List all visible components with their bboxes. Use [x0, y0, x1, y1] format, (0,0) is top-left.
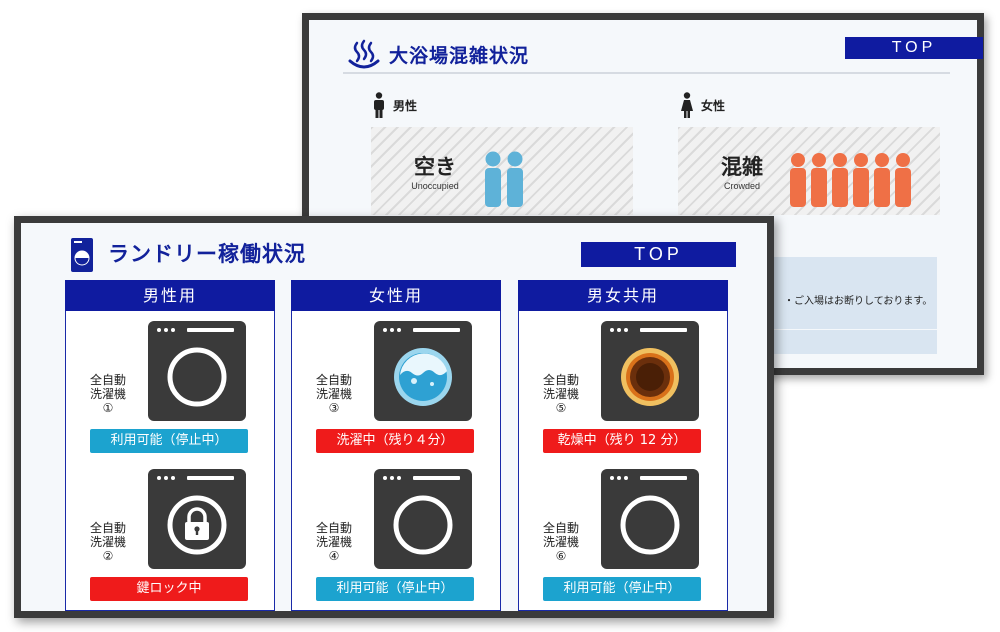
washer-2[interactable]: 全自動 洗濯機 ② 鍵ロック中	[66, 469, 274, 609]
bath-top-button[interactable]: TOP	[845, 37, 983, 59]
notice-box-lower	[774, 330, 937, 354]
women-header: 女性	[681, 90, 725, 120]
notice-box: ・ご入場はお断りしております。	[774, 257, 937, 329]
washer-number: ⑥	[555, 549, 567, 563]
women-status-en: Crowded	[723, 181, 761, 191]
washer-status-button[interactable]: 利用可能（停止中）	[543, 577, 701, 601]
washer-status-button[interactable]: 利用可能（停止中）	[316, 577, 474, 601]
washer-locked-icon	[148, 469, 246, 569]
washer-type-line2: 洗濯機	[89, 535, 126, 549]
washer-label: 全自動 洗濯機 ③	[312, 373, 356, 415]
bath-title: 大浴場混雑状況	[389, 45, 530, 67]
washer-5[interactable]: 全自動 洗濯機 ⑤ 乾燥中（残り 12 分）	[519, 321, 727, 461]
washer-label: 全自動 洗濯機 ④	[312, 521, 356, 563]
washing-machine-icon	[71, 238, 93, 272]
washer-type-line2: 洗濯機	[315, 535, 352, 549]
washer-washing-icon	[374, 321, 472, 421]
women-status-jp: 混雑	[721, 155, 763, 179]
washer-number: ①	[102, 401, 114, 415]
washer-status-button[interactable]: 鍵ロック中	[90, 577, 248, 601]
men-header: 男性	[373, 90, 417, 120]
washer-label: 全自動 洗濯機 ⑥	[539, 521, 583, 563]
washer-type-line1: 全自動	[89, 373, 126, 387]
washer-label: 全自動 洗濯機 ②	[86, 521, 130, 563]
lock-icon	[185, 507, 209, 540]
column-header: 男性用	[65, 280, 275, 311]
washer-type-line1: 全自動	[89, 521, 126, 535]
women-occupancy: 混雑 Crowded	[678, 127, 940, 215]
washer-type-line2: 洗濯機	[89, 387, 126, 401]
washer-type-line1: 全自動	[542, 373, 579, 387]
men-status-en: Unoccupied	[411, 181, 459, 191]
laundry-status-window: ランドリー稼働状況 TOP 男性用 全自動 洗濯機 ① 利用可能（停止中）	[14, 216, 774, 618]
column-men: 男性用 全自動 洗濯機 ① 利用可能（停止中） 全自動 洗濯機	[65, 280, 275, 611]
washer-idle-icon	[374, 469, 472, 569]
men-occupancy: 空き Unoccupied	[371, 127, 633, 215]
column-shared: 男女共用 全自動 洗濯機 ⑤ 乾燥中（残り 12 分）	[518, 280, 728, 611]
washer-number: ③	[328, 401, 340, 415]
women-status: 混雑 Crowded	[708, 155, 776, 191]
hot-spring-icon	[348, 39, 380, 69]
column-women: 女性用 全自動 洗濯機 ③ 洗濯中（残り４分）	[291, 280, 501, 611]
washer-drying-icon	[601, 321, 699, 421]
men-status: 空き Unoccupied	[401, 155, 469, 191]
washer-label: 全自動 洗濯機 ⑤	[539, 373, 583, 415]
column-header: 男女共用	[518, 280, 728, 311]
washer-type-line1: 全自動	[315, 521, 352, 535]
washer-type-line1: 全自動	[542, 521, 579, 535]
people-vacant-icon	[485, 151, 523, 207]
laundry-top-button[interactable]: TOP	[581, 242, 736, 267]
notice-text: ・ご入場はお断りしております。	[784, 296, 933, 307]
washer-status-button[interactable]: 利用可能（停止中）	[90, 429, 248, 453]
washer-type-line2: 洗濯機	[542, 535, 579, 549]
woman-icon	[681, 92, 693, 118]
bath-header: 大浴場混雑状況 TOP	[343, 36, 983, 74]
washer-status-button[interactable]: 洗濯中（残り４分）	[316, 429, 474, 453]
washer-idle-icon	[601, 469, 699, 569]
men-status-jp: 空き	[414, 155, 456, 179]
washer-3[interactable]: 全自動 洗濯機 ③ 洗濯中（残り４分）	[292, 321, 500, 461]
men-label: 男性	[393, 98, 418, 113]
washer-label: 全自動 洗濯機 ①	[86, 373, 130, 415]
washer-type-line1: 全自動	[315, 373, 352, 387]
washer-type-line2: 洗濯機	[542, 387, 579, 401]
washer-6[interactable]: 全自動 洗濯機 ⑥ 利用可能（停止中）	[519, 469, 727, 609]
laundry-title: ランドリー稼働状況	[108, 242, 306, 266]
washer-number: ⑤	[555, 401, 567, 415]
column-header: 女性用	[291, 280, 501, 311]
washer-number: ②	[102, 549, 114, 563]
washer-idle-icon	[148, 321, 246, 421]
man-icon	[374, 92, 384, 118]
people-crowded-icon	[790, 153, 911, 207]
washer-type-line2: 洗濯機	[315, 387, 352, 401]
washer-4[interactable]: 全自動 洗濯機 ④ 利用可能（停止中）	[292, 469, 500, 609]
women-label: 女性	[701, 98, 726, 113]
washer-1[interactable]: 全自動 洗濯機 ① 利用可能（停止中）	[66, 321, 274, 461]
washer-number: ④	[328, 549, 340, 563]
washer-status-button[interactable]: 乾燥中（残り 12 分）	[543, 429, 701, 453]
